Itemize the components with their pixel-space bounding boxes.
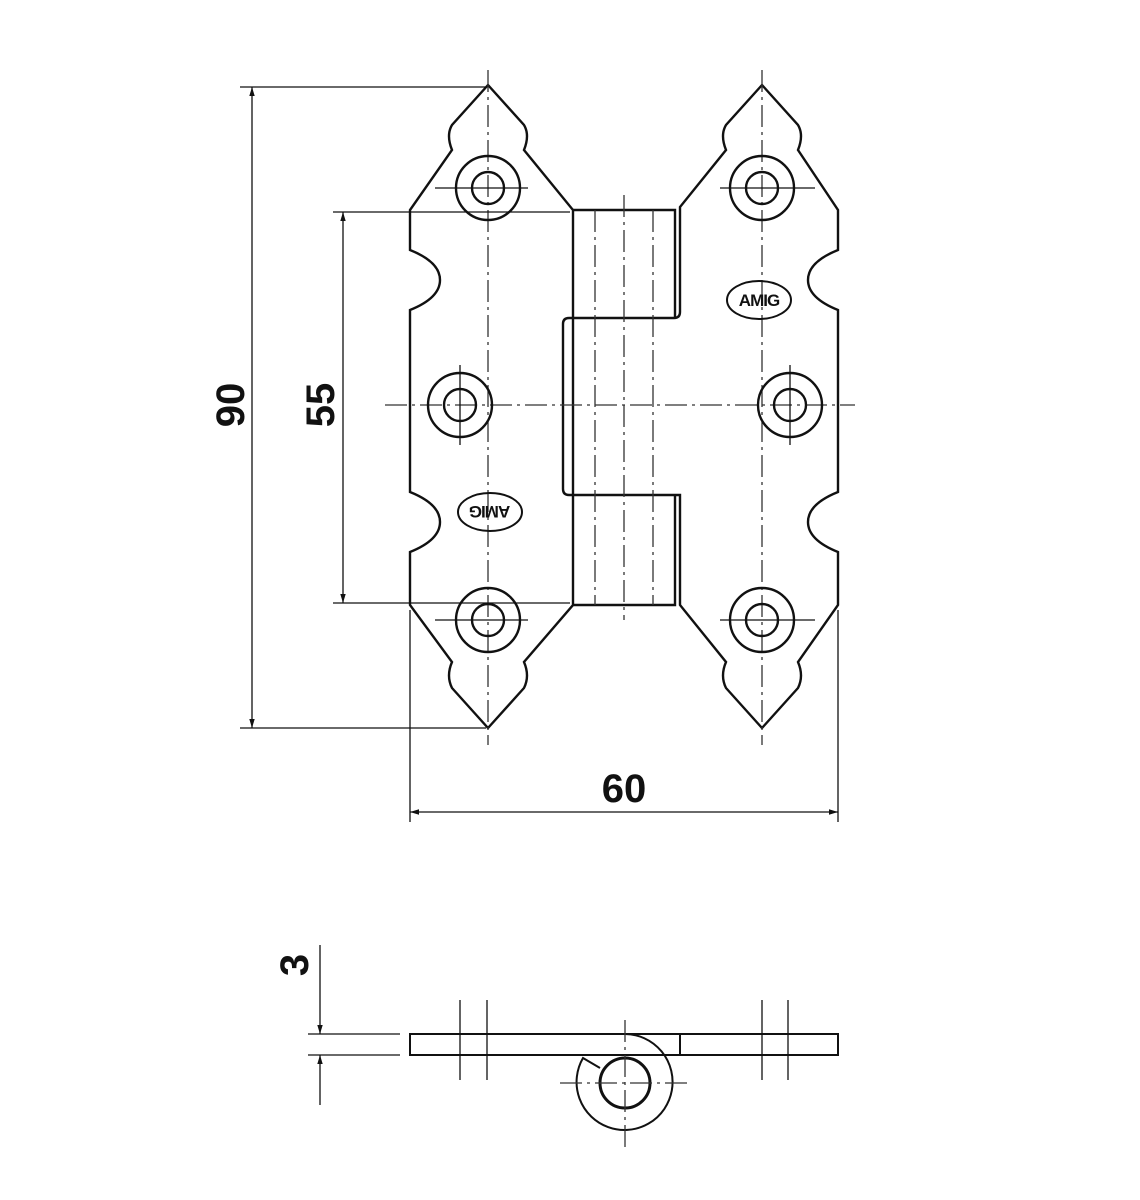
screw-hole [720, 154, 815, 222]
knuckle-hidden-lines [594, 195, 654, 620]
svg-text:AMIG: AMIG [739, 291, 780, 310]
dimension-thickness-3: 3 [273, 945, 400, 1105]
left-leaf-outline [408, 83, 575, 730]
screw-hole [435, 154, 528, 222]
dimension-height-90: 90 [209, 86, 486, 729]
svg-text:90: 90 [209, 383, 253, 428]
dimension-width-60: 60 [409, 610, 839, 822]
right-leaf-outline [561, 83, 840, 730]
side-view [409, 1000, 839, 1148]
svg-text:3: 3 [273, 954, 317, 976]
amig-logo-left: AMIG [457, 492, 523, 532]
screw-hole [435, 586, 528, 654]
dimension-hole-spacing-55: 55 [299, 211, 570, 604]
amig-logo-right: AMIG [726, 280, 792, 320]
svg-text:60: 60 [602, 767, 647, 811]
screw-hole [720, 586, 815, 654]
center-lines [385, 70, 855, 745]
screw-hole [426, 365, 494, 445]
screw-hole [756, 365, 824, 445]
screw-holes [426, 154, 824, 654]
knuckle-outline [573, 208, 677, 607]
svg-text:AMIG: AMIG [469, 502, 510, 521]
svg-text:55: 55 [299, 383, 343, 428]
